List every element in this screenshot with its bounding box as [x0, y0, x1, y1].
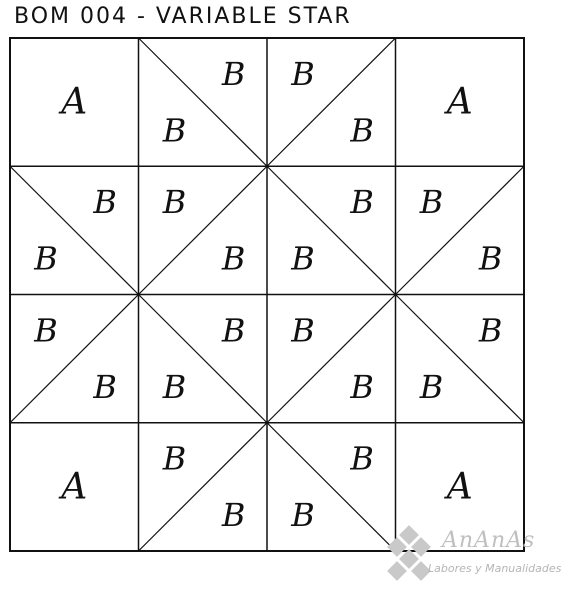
diagonal-line: [138, 422, 268, 552]
diagonal-line: [395, 165, 525, 295]
ananas-logo-icon: [387, 525, 431, 581]
patch-label-b: B: [349, 111, 374, 149]
patch-label-b: B: [221, 55, 246, 93]
patch-label-b: B: [349, 183, 374, 221]
diagonal-line: [138, 294, 268, 424]
patch-label-b: B: [162, 111, 187, 149]
diagonal-line: [395, 294, 525, 424]
watermark-brand: AnAnAs: [442, 528, 536, 553]
diagonal-line: [266, 294, 396, 424]
patch-label-b: B: [290, 55, 315, 93]
patch-label-a: A: [58, 82, 87, 123]
patch-label-a: A: [444, 466, 473, 507]
page-title: BOM 004 - VARIABLE STAR: [14, 4, 352, 29]
patch-label-b: B: [349, 368, 374, 406]
diagonal-line: [9, 165, 139, 295]
watermark-tagline: Labores y Manualidades: [428, 562, 562, 575]
patch-label-b: B: [92, 183, 117, 221]
patch-label-b: B: [419, 183, 444, 221]
patch-label-b: B: [221, 496, 246, 534]
patch-label-b: B: [478, 240, 503, 278]
diagonal-line: [266, 37, 396, 167]
patch-label-b: B: [290, 496, 315, 534]
patch-label-b: B: [92, 368, 117, 406]
diagonal-line: [266, 165, 396, 295]
patch-label-b: B: [478, 311, 503, 349]
patch-label-b: B: [221, 311, 246, 349]
patch-label-b: B: [162, 440, 187, 478]
patch-label-b: B: [162, 183, 187, 221]
patch-label-b: B: [290, 240, 315, 278]
patch-label-b: B: [419, 368, 444, 406]
patch-label-b: B: [162, 368, 187, 406]
patch-label-b: B: [221, 240, 246, 278]
patch-label-b: B: [33, 240, 58, 278]
patch-label-a: A: [444, 82, 473, 123]
diagonal-line: [138, 165, 268, 295]
patch-label-a: A: [58, 466, 87, 507]
diagonal-line: [266, 422, 396, 552]
patch-label-b: B: [290, 311, 315, 349]
patch-label-b: B: [33, 311, 58, 349]
diagonal-line: [138, 37, 268, 167]
diagonal-line: [9, 294, 139, 424]
patch-label-b: B: [349, 440, 374, 478]
